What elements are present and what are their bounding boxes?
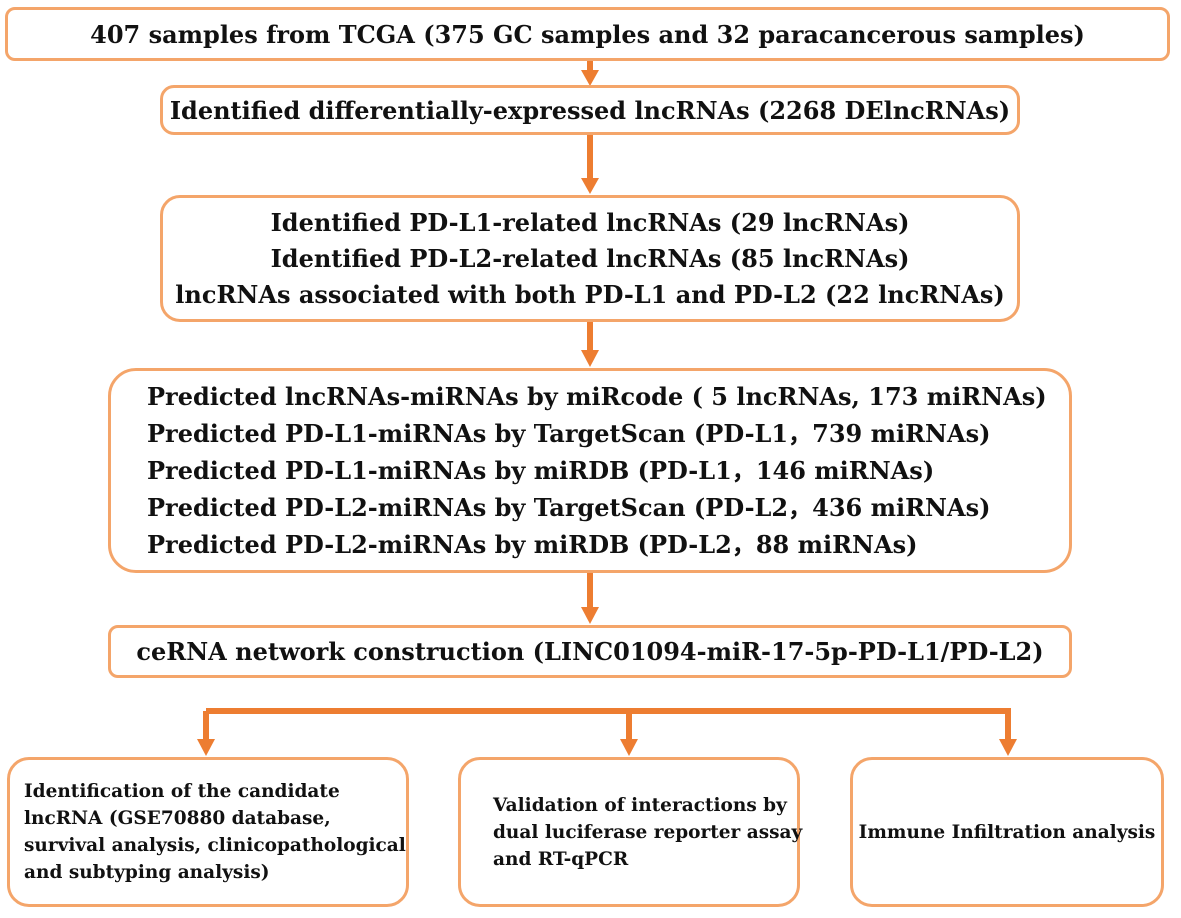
box-text-line: Identified differentially-expressed lncR… xyxy=(169,95,1011,125)
box-text-line: and RT-qPCR xyxy=(493,848,629,870)
box-text-line: dual luciferase reporter assay xyxy=(493,821,803,843)
arrow-de-to-pd xyxy=(581,135,599,194)
arrow-to-candidate xyxy=(197,711,215,756)
box-text-line: lncRNA (GSE70880 database, xyxy=(24,808,331,829)
box-text-line: Predicted lncRNAs-miRNAs by miRcode ( 5 … xyxy=(147,382,1047,411)
box-text-line: Predicted PD-L2-miRNAs by TargetScan (PD… xyxy=(147,493,991,522)
interaction-validation-box: Validation of interactions by dual lucif… xyxy=(458,757,803,907)
immune-infiltration-box: Immune Infiltration analysis xyxy=(850,757,1164,907)
arrow-pred-to-cerna xyxy=(581,573,599,624)
box-text-line: Identification of the candidate xyxy=(24,781,340,802)
box-text-line: and subtyping analysis) xyxy=(24,862,270,883)
tcga-samples-box: 407 samples from TCGA (375 GC samples an… xyxy=(5,7,1170,61)
arrow-pd-to-pred xyxy=(581,322,599,367)
arrow-samples-to-de xyxy=(581,61,599,86)
box-text-line: lncRNAs associated with both PD-L1 and P… xyxy=(175,279,1005,309)
box-text-line: Identified PD-L1-related lncRNAs (29 lnc… xyxy=(270,207,910,237)
mirna-predictions-box: Predicted lncRNAs-miRNAs by miRcode ( 5 … xyxy=(108,368,1072,573)
box-text-line: ceRNA network construction (LINC01094-mi… xyxy=(136,637,1044,666)
box-text-line: survival analysis, clinicopathological xyxy=(24,835,406,856)
box-text-line: Predicted PD-L1-miRNAs by miRDB (PD-L1，1… xyxy=(147,456,935,485)
box-text-line: Immune Infiltration analysis xyxy=(858,821,1156,843)
box-text-line: Identified PD-L2-related lncRNAs (85 lnc… xyxy=(270,243,910,273)
arrow-to-immune xyxy=(999,711,1017,756)
box-text-line: Validation of interactions by xyxy=(493,794,787,816)
pd-related-lncrnas-box: Identified PD-L1-related lncRNAs (29 lnc… xyxy=(160,195,1020,322)
box-text-line: Predicted PD-L1-miRNAs by TargetScan (PD… xyxy=(147,419,991,448)
box-text-line: 407 samples from TCGA (375 GC samples an… xyxy=(90,19,1085,49)
de-lncrnas-box: Identified differentially-expressed lncR… xyxy=(160,85,1020,135)
candidate-identification-box: Identification of the candidate lncRNA (… xyxy=(7,757,409,907)
arrow-to-validation xyxy=(620,711,638,756)
cerna-network-box: ceRNA network construction (LINC01094-mi… xyxy=(108,625,1072,678)
box-text-line: Predicted PD-L2-miRNAs by miRDB (PD-L2，8… xyxy=(147,530,918,559)
